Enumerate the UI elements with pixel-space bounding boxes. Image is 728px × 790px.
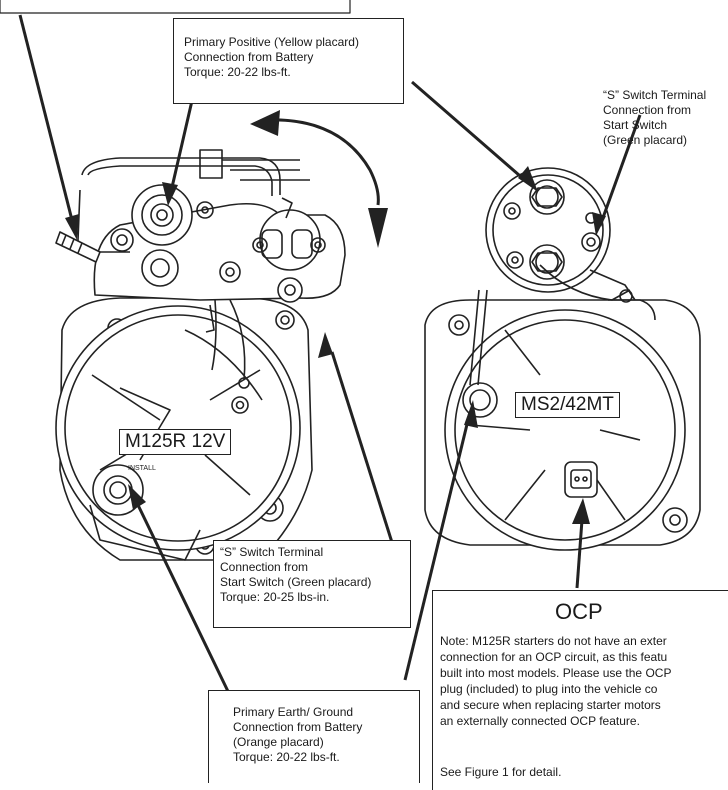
model-tag-left: M125R 12V <box>119 429 232 455</box>
s-switch-left-line-4: Torque: 20-25 lbs-in. <box>220 590 330 604</box>
s-switch-left-line-2: Connection from <box>220 560 309 574</box>
ocp-note-line-3: built into most models. Please use the O… <box>440 666 672 680</box>
ocp-note-box <box>432 590 728 790</box>
ocp-note-line-6: an externally connected OCP feature. <box>440 714 640 728</box>
ocp-title: OCP <box>555 599 603 624</box>
arrowheads <box>65 166 606 524</box>
ocp-note-line-5: and secure when replacing starter motors <box>440 698 661 712</box>
model-tag-right: MS2/42MT <box>515 392 620 418</box>
primary-positive-line-1: Primary Positive (Yellow placard) <box>184 35 359 49</box>
s-switch-right-line-1: “S” Switch Terminal <box>603 88 707 102</box>
s-switch-left-line-3: Start Switch (Green placard) <box>220 575 372 589</box>
primary-earth-line-2: Connection from Battery <box>233 720 363 734</box>
primary-earth-line-4: Torque: 20-22 lbs-ft. <box>233 750 340 764</box>
ocp-note-line-4: plug (included) to plug into the vehicle… <box>440 682 658 696</box>
ocp-note-line-1: Note: M125R starters do not have an exte… <box>440 634 667 648</box>
primary-earth-label: Primary Earth/ Ground Connection from Ba… <box>208 690 420 783</box>
right-starter-drawing <box>424 167 701 551</box>
s-switch-left-line-1: “S” Switch Terminal <box>220 545 324 559</box>
leader-lines <box>18 14 642 711</box>
s-switch-left-label: “S” Switch Terminal Connection from Star… <box>213 540 411 628</box>
see-figure-text: See Figure 1 for detail. <box>440 765 561 780</box>
s-switch-right-label: “S” Switch Terminal Connection from Star… <box>603 88 706 148</box>
left-starter-drawing: INSTALL <box>55 118 380 561</box>
primary-positive-label: Primary Positive (Yellow placard) Connec… <box>173 18 404 104</box>
primary-earth-line-3: (Orange placard) <box>233 735 324 749</box>
s-switch-right-line-3: Start Switch <box>603 118 668 132</box>
primary-earth-line-1: Primary Earth/ Ground <box>233 705 354 719</box>
s-switch-right-line-2: Connection from <box>603 103 692 117</box>
ocp-note-text: Note: M125R starters do not have an exte… <box>440 633 671 729</box>
primary-positive-line-3: Torque: 20-22 lbs-ft. <box>184 65 291 79</box>
ocp-note-line-2: connection for an OCP circuit, as this f… <box>440 650 668 664</box>
primary-positive-line-2: Connection from Battery <box>184 50 314 64</box>
see-figure-line: See Figure 1 for detail. <box>440 765 562 779</box>
s-switch-right-line-4: (Green placard) <box>603 133 688 147</box>
svg-text:INSTALL: INSTALL <box>128 465 156 472</box>
